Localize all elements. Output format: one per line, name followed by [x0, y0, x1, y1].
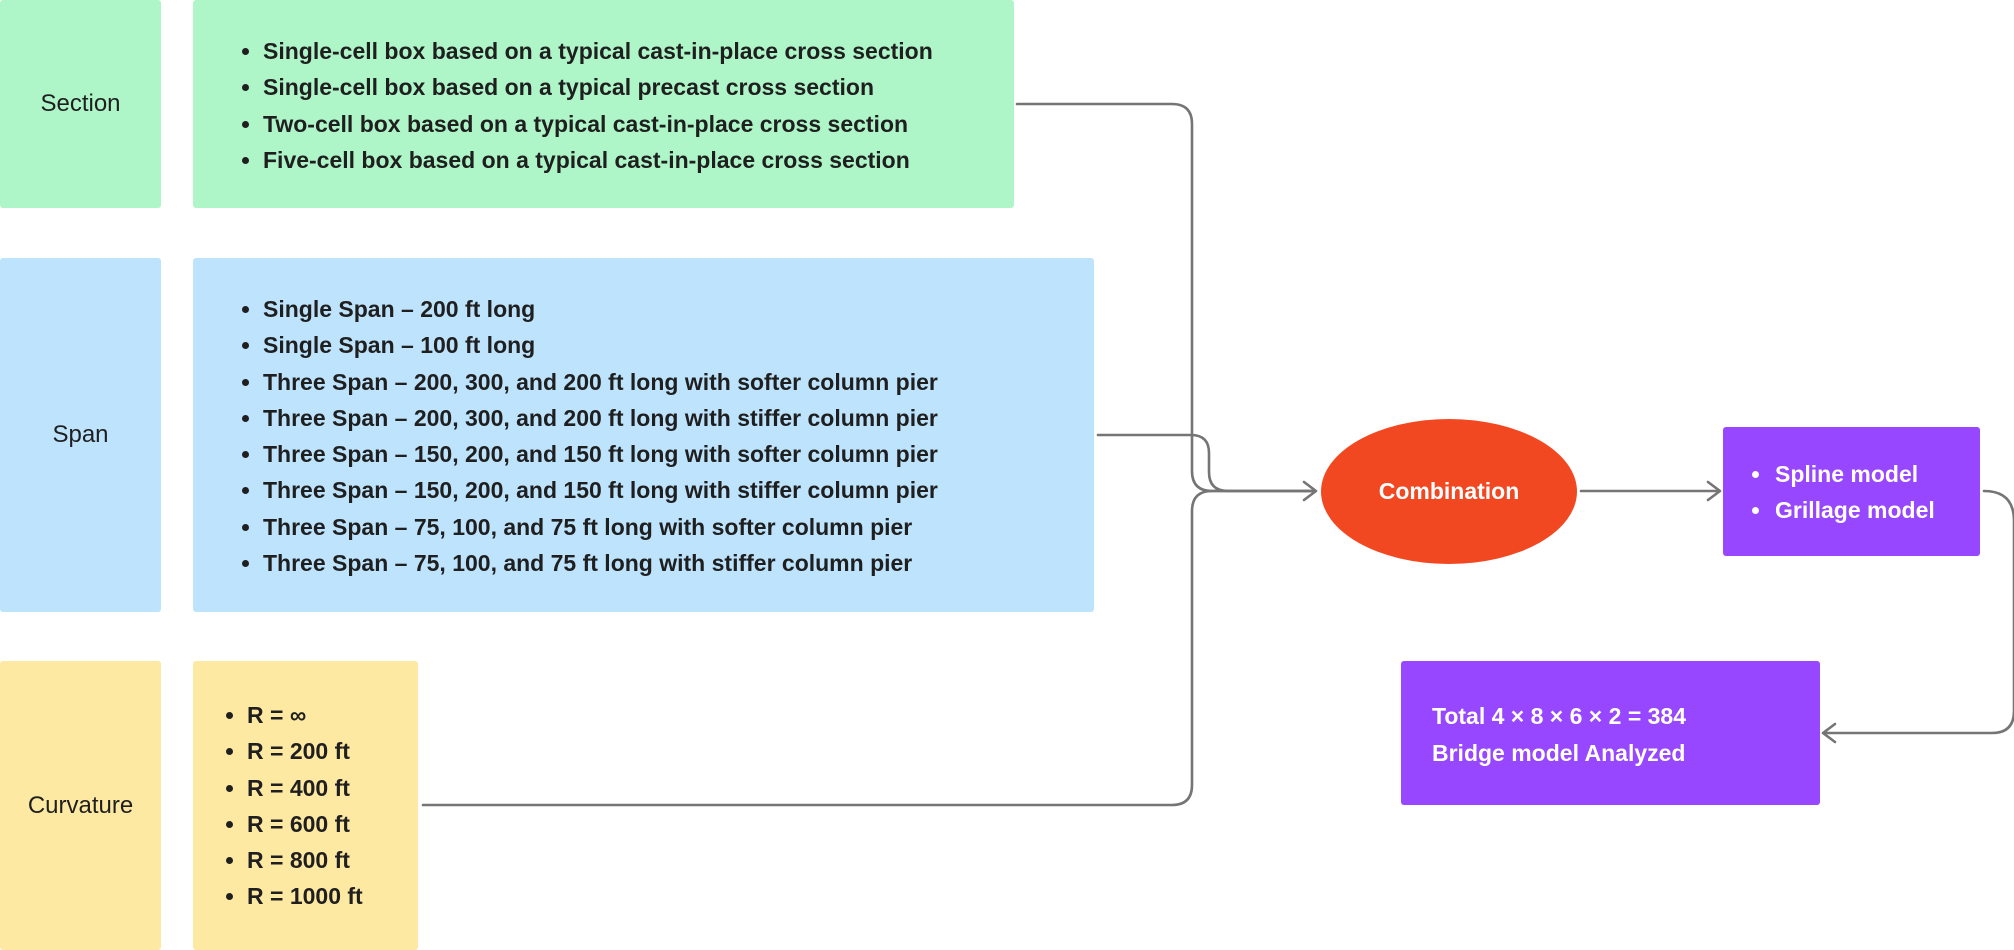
curvature-label-box: Curvature [0, 661, 161, 950]
combination-label: Combination [1378, 478, 1520, 504]
list-item: Spline model [1739, 456, 1935, 492]
list-item: R = 800 ft [213, 842, 363, 878]
combination-node: Combination [1321, 419, 1577, 564]
arrowhead-icon [1821, 722, 1837, 744]
list-item: Three Span – 75, 100, and 75 ft long wit… [229, 545, 938, 581]
list-item: R = 400 ft [213, 770, 363, 806]
list-item: R = 1000 ft [213, 878, 363, 914]
section-label-box: Section [0, 0, 161, 208]
list-item: Single Span – 200 ft long [229, 291, 938, 327]
section-options-list: Single-cell box based on a typical cast-… [229, 33, 933, 178]
models-box [1723, 427, 1980, 556]
curvature-connector [421, 489, 1315, 807]
span-label: Span [52, 421, 109, 448]
list-item: Three Span – 150, 200, and 150 ft long w… [229, 436, 938, 472]
section-label: Section [40, 90, 121, 117]
total-line-1: Total 4 × 8 × 6 × 2 = 384 [1432, 703, 1687, 729]
models-list: Spline model Grillage model [1739, 456, 1935, 528]
total-text: Total 4 × 8 × 6 × 2 = 384 Bridge model A… [1432, 698, 1686, 771]
list-item: Grillage model [1739, 492, 1935, 528]
span-options-box [193, 258, 1094, 612]
curvature-options-box [193, 661, 418, 950]
total-box [1401, 661, 1820, 805]
curvature-options-list: R = ∞ R = 200 ft R = 400 ft R = 600 ft R… [213, 697, 363, 915]
list-item: R = 200 ft [213, 733, 363, 769]
span-connector [1096, 433, 1315, 493]
list-item: Two-cell box based on a typical cast-in-… [229, 106, 933, 142]
span-options-list: Single Span – 200 ft long Single Span – … [229, 291, 938, 581]
models-to-total-connector [1824, 489, 2014, 735]
list-item: Three Span – 200, 300, and 200 ft long w… [229, 364, 938, 400]
list-item: R = ∞ [213, 697, 363, 733]
total-line-2: Bridge model Analyzed [1432, 739, 1686, 766]
list-item: Single-cell box based on a typical preca… [229, 69, 933, 105]
list-item: Three Span – 150, 200, and 150 ft long w… [229, 472, 938, 508]
arrowhead-icon [1706, 480, 1722, 502]
span-label-box: Span [0, 258, 161, 612]
list-item: Five-cell box based on a typical cast-in… [229, 142, 933, 178]
list-item: Three Span – 75, 100, and 75 ft long wit… [229, 509, 938, 545]
arrowhead-icon [1302, 480, 1318, 502]
list-item: Single Span – 100 ft long [229, 327, 938, 363]
curvature-label: Curvature [27, 791, 134, 819]
list-item: R = 600 ft [213, 806, 363, 842]
list-item: Single-cell box based on a typical cast-… [229, 33, 933, 69]
section-connector [1015, 102, 1315, 493]
list-item: Three Span – 200, 300, and 200 ft long w… [229, 400, 938, 436]
section-options-box [193, 0, 1014, 208]
